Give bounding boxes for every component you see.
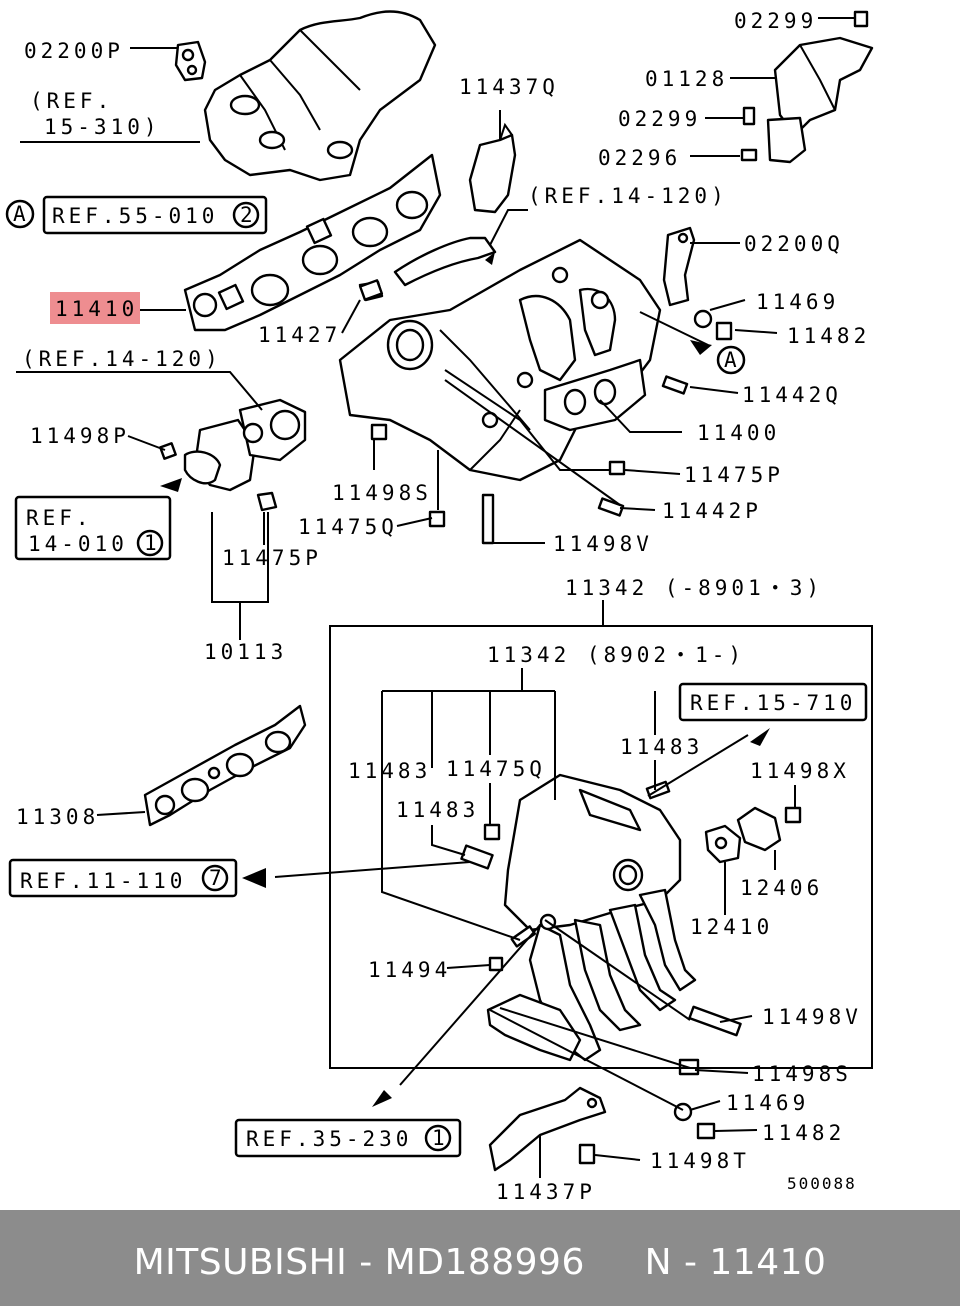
label-11483-c: 11483 xyxy=(396,798,479,822)
gasket-12410-drawing xyxy=(704,824,742,864)
label-ref14-010-line2: 14-010 xyxy=(28,532,128,556)
label-11475P-right: 11475P xyxy=(684,463,784,487)
label-11475Q-top: 11475Q xyxy=(298,515,398,539)
label-11400: 11400 xyxy=(697,421,780,445)
intake-manifold-11342-drawing xyxy=(486,773,697,1062)
label-ref14-010-num: 1 xyxy=(144,531,157,555)
arrow-down-icon xyxy=(485,252,495,265)
arrow-down-left-icon xyxy=(160,478,182,492)
part-labels: 02200P (REF. 15-310) A REF.55-010 2 1141… xyxy=(13,9,870,1204)
label-02200P: 02200P xyxy=(24,39,124,63)
label-ref15-310-line1: (REF. xyxy=(30,89,113,113)
bracket-11437Q-drawing xyxy=(468,122,517,214)
fasteners-drawing xyxy=(159,10,869,1165)
label-11442Q: 11442Q xyxy=(742,383,842,407)
assembly-outline-box xyxy=(329,625,873,1069)
arrow-right-icon xyxy=(690,340,712,355)
label-ref14-120-top: (REF.14-120) xyxy=(528,184,728,208)
label-11442P: 11442P xyxy=(662,499,762,523)
label-11410-highlighted: 11410 xyxy=(55,297,138,321)
intake-manifold-11400-drawing xyxy=(338,238,662,482)
bracket-11437P-drawing xyxy=(488,1086,607,1172)
label-ref11-110: REF.11-110 xyxy=(20,869,186,893)
label-11437P: 11437P xyxy=(496,1180,596,1204)
thermostat-housing-drawing xyxy=(183,398,307,512)
label-11469-bottom: 11469 xyxy=(726,1091,809,1115)
label-11483-b: 11483 xyxy=(348,759,431,783)
footer-part-number-text: MITSUBISHI - MD188996 N - 11410 xyxy=(133,1242,827,1283)
label-ref11-110-num: 7 xyxy=(209,866,222,890)
diagram-number: 500088 xyxy=(787,1174,857,1193)
ref14-010-box xyxy=(14,495,172,561)
label-11437Q: 11437Q xyxy=(459,75,559,99)
ref14-010-circle xyxy=(136,529,164,557)
circle-a-1 xyxy=(5,199,35,229)
label-ref15-710: REF.15-710 xyxy=(690,691,856,715)
gasket-11410-drawing xyxy=(183,153,442,332)
label-11482-bottom: 11482 xyxy=(762,1121,845,1145)
ref35-230-circle xyxy=(424,1124,452,1152)
leader-lines xyxy=(16,17,855,1178)
label-11498P: 11498P xyxy=(30,424,130,448)
label-ref55-010: REF.55-010 xyxy=(52,204,218,228)
label-11475P-left: 11475P xyxy=(222,546,322,570)
circle-a-2 xyxy=(716,345,746,375)
ref55-010-box xyxy=(42,195,268,235)
label-10113: 10113 xyxy=(204,640,287,664)
label-ref35-230-num: 1 xyxy=(432,1126,445,1150)
arrow-up-right-icon xyxy=(750,728,770,746)
label-ref14-120-left: (REF.14-120) xyxy=(22,347,222,371)
label-11483-a: 11483 xyxy=(620,735,703,759)
ref55-010-circle xyxy=(232,201,260,229)
label-11498S-top: 11498S xyxy=(332,481,432,505)
arrows xyxy=(160,252,770,1107)
label-02296: 02296 xyxy=(598,146,681,170)
label-12410: 12410 xyxy=(690,915,773,939)
label-02299-a: 02299 xyxy=(734,9,817,33)
gasket-11308-drawing xyxy=(143,704,307,827)
label-11427: 11427 xyxy=(258,323,341,347)
label-02299-b: 02299 xyxy=(618,107,701,131)
footer-bar xyxy=(0,1210,960,1306)
ref15-710-box xyxy=(678,682,868,722)
label-11342-new: 11342 (8902・1-) xyxy=(487,643,745,667)
bracket-02200Q-drawing xyxy=(662,226,696,307)
parts-diagram: 02200P (REF. 15-310) A REF.55-010 2 1141… xyxy=(5,9,874,1204)
label-11475Q-box: 11475Q xyxy=(446,757,546,781)
ref11-110-box xyxy=(8,858,238,898)
ref35-230-box xyxy=(234,1118,462,1158)
label-circle-a-1: A xyxy=(13,202,26,226)
label-11494: 11494 xyxy=(368,958,451,982)
exhaust-heat-shield-drawing xyxy=(203,10,437,182)
arrow-left-icon xyxy=(242,868,266,888)
label-ref35-230: REF.35-230 xyxy=(246,1127,412,1151)
label-11469-top: 11469 xyxy=(756,290,839,314)
label-11498V-top: 11498V xyxy=(553,532,653,556)
label-11498V-bottom: 11498V xyxy=(762,1005,862,1029)
bracket-02200P-drawing xyxy=(174,40,207,82)
label-01128: 01128 xyxy=(645,67,728,91)
label-11498X: 11498X xyxy=(750,759,850,783)
ref11-110-circle xyxy=(201,864,229,892)
label-circle-a-2: A xyxy=(724,348,737,372)
label-11342-old: 11342 (-8901・3) xyxy=(565,576,823,600)
label-ref55-010-num: 2 xyxy=(240,203,253,227)
label-12406: 12406 xyxy=(740,876,823,900)
label-11482-top: 11482 xyxy=(787,324,870,348)
bracket-01128-drawing xyxy=(766,36,874,164)
label-ref15-310-line2: 15-310) xyxy=(44,115,161,139)
arrow-down-left-icon xyxy=(372,1090,392,1107)
label-02200Q: 02200Q xyxy=(744,232,844,256)
highlight-11410 xyxy=(50,292,140,324)
label-ref14-010-line1: REF. xyxy=(26,506,93,530)
label-11498T: 11498T xyxy=(650,1149,750,1173)
label-11308: 11308 xyxy=(16,805,99,829)
label-11498S-bottom: 11498S xyxy=(752,1062,852,1086)
plate-12406-drawing xyxy=(736,806,782,852)
